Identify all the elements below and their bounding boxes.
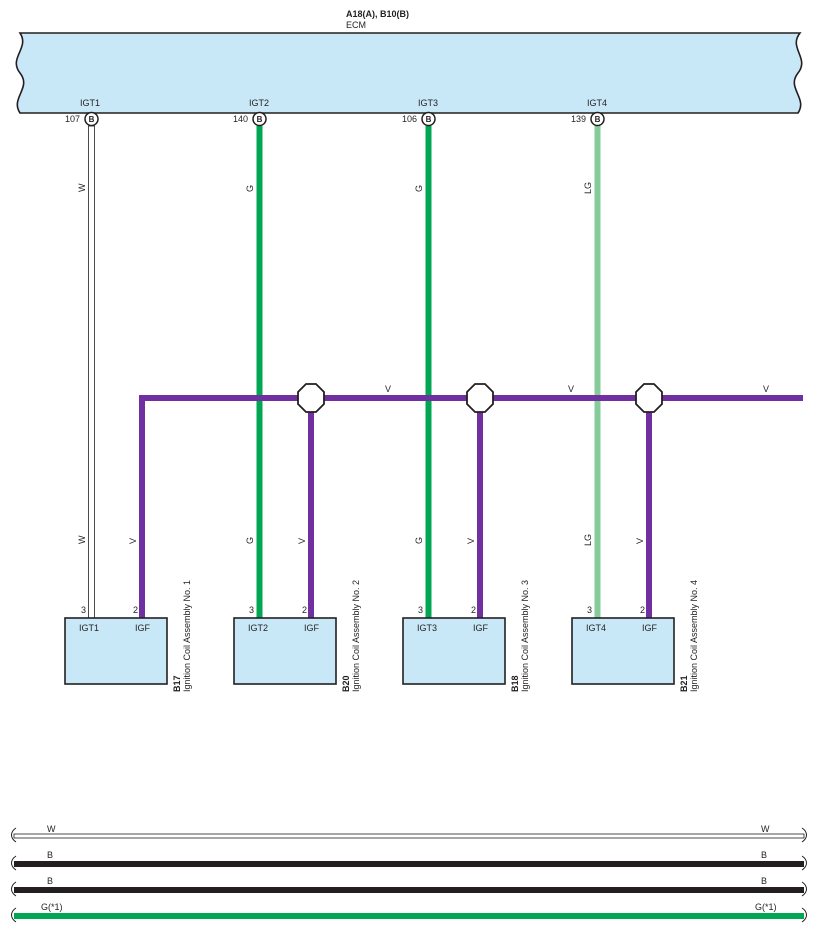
wire-color-label: V [466,538,476,544]
ecm-connector-circle: B [421,111,436,127]
svg-text:B: B [257,115,263,124]
svg-text:W: W [47,824,56,834]
ignition-coil-3: 3 2 IGT3 IGF B18 Ignition Coil Assembly … [402,580,530,692]
coil-box [402,617,506,685]
ignition-coil-1: 3 2 IGT1 IGF B17 Ignition Coil Assembly … [64,580,192,692]
ecm-name: ECM [346,20,366,30]
wire-color-label: W [77,183,87,192]
wire-igt2 [256,126,263,618]
harness-wire-w: W W [11,824,807,843]
splice-point-3 [635,383,663,413]
svg-text:B: B [47,876,53,886]
harness-wire-b-2: B B [11,876,807,897]
coil-box [571,617,675,685]
ecm-pin-number-106: 106 [402,114,417,124]
wire-igt1 [88,125,95,619]
coil-pin-number: 2 [302,605,307,615]
coil-code: B18 [510,675,520,692]
ecm-connector-circle: B [590,111,605,127]
coil-terminal-label: IGT2 [248,623,268,633]
harness-wire-b-1: B B [11,850,807,871]
ecm-pin-signal-igt1: IGT1 [80,98,100,108]
coil-code: B20 [341,675,351,692]
ecm-connector-circle: B [84,111,99,127]
coil-terminal-label: IGF [473,623,489,633]
coil-box [64,617,168,685]
ecm-box [15,32,803,114]
wire-color-label: G [414,185,424,192]
wire-igf-bus [139,395,803,618]
coil-terminal-label: IGT1 [79,623,99,633]
splice-point-1 [297,383,325,413]
wire-color-label: G [245,185,255,192]
ecm-connector-circle: B [252,111,267,127]
bus-wire-label: V [568,384,574,394]
svg-text:B: B [761,876,767,886]
bus-wire-label: V [385,384,391,394]
coil-code: B21 [679,675,689,692]
svg-text:B: B [89,115,95,124]
coil-pin-number: 3 [81,605,86,615]
svg-text:B: B [595,115,601,124]
wire-color-label: V [128,538,138,544]
coil-pin-number: 2 [133,605,138,615]
coil-pin-number: 3 [587,605,592,615]
ecm-pin-number-139: 139 [571,114,586,124]
splice-point-2 [466,383,494,413]
ecm-pin-number-140: 140 [233,114,248,124]
wire-igt4 [594,126,601,618]
bus-wire-label: V [763,384,769,394]
svg-text:G(*1): G(*1) [755,902,777,912]
coil-pin-number: 3 [418,605,423,615]
ecm-connector-label: A18(A), B10(B) [346,9,409,19]
coil-terminal-label: IGT4 [586,623,606,633]
coil-box [233,617,337,685]
wire-color-label: W [77,535,87,544]
wire-color-label: G [245,537,255,544]
coil-pin-number: 2 [471,605,476,615]
wire-color-label: G [414,537,424,544]
wire-color-label: LG [583,534,593,546]
ignition-coil-2: 3 2 IGT2 IGF B20 Ignition Coil Assembly … [233,580,361,692]
coil-pin-number: 3 [249,605,254,615]
coil-pin-number: 2 [640,605,645,615]
wire-color-label: V [635,538,645,544]
coil-code: B17 [172,675,182,692]
svg-text:G(*1): G(*1) [41,902,63,912]
coil-terminal-label: IGF [304,623,320,633]
coil-name: Ignition Coil Assembly No. 1 [182,580,192,692]
coil-terminal-label: IGT3 [417,623,437,633]
ecm-pin-signal-igt2: IGT2 [249,98,269,108]
wire-igt3 [425,126,432,618]
coil-name: Ignition Coil Assembly No. 4 [689,580,699,692]
ecm-pin-signal-igt4: IGT4 [587,98,607,108]
coil-name: Ignition Coil Assembly No. 2 [351,580,361,692]
svg-text:W: W [761,824,770,834]
ecm-pin-number-107: 107 [65,114,80,124]
harness-wire-g: G(*1) G(*1) [11,902,807,923]
svg-text:B: B [47,850,53,860]
coil-terminal-label: IGF [135,623,151,633]
coil-name: Ignition Coil Assembly No. 3 [520,580,530,692]
wire-color-label: LG [583,182,593,194]
ecm-pin-signal-igt3: IGT3 [418,98,438,108]
wire-color-label: V [297,538,307,544]
svg-text:B: B [761,850,767,860]
ignition-coil-4: 3 2 IGT4 IGF B21 Ignition Coil Assembly … [571,580,699,692]
svg-text:B: B [426,115,432,124]
coil-terminal-label: IGF [642,623,658,633]
